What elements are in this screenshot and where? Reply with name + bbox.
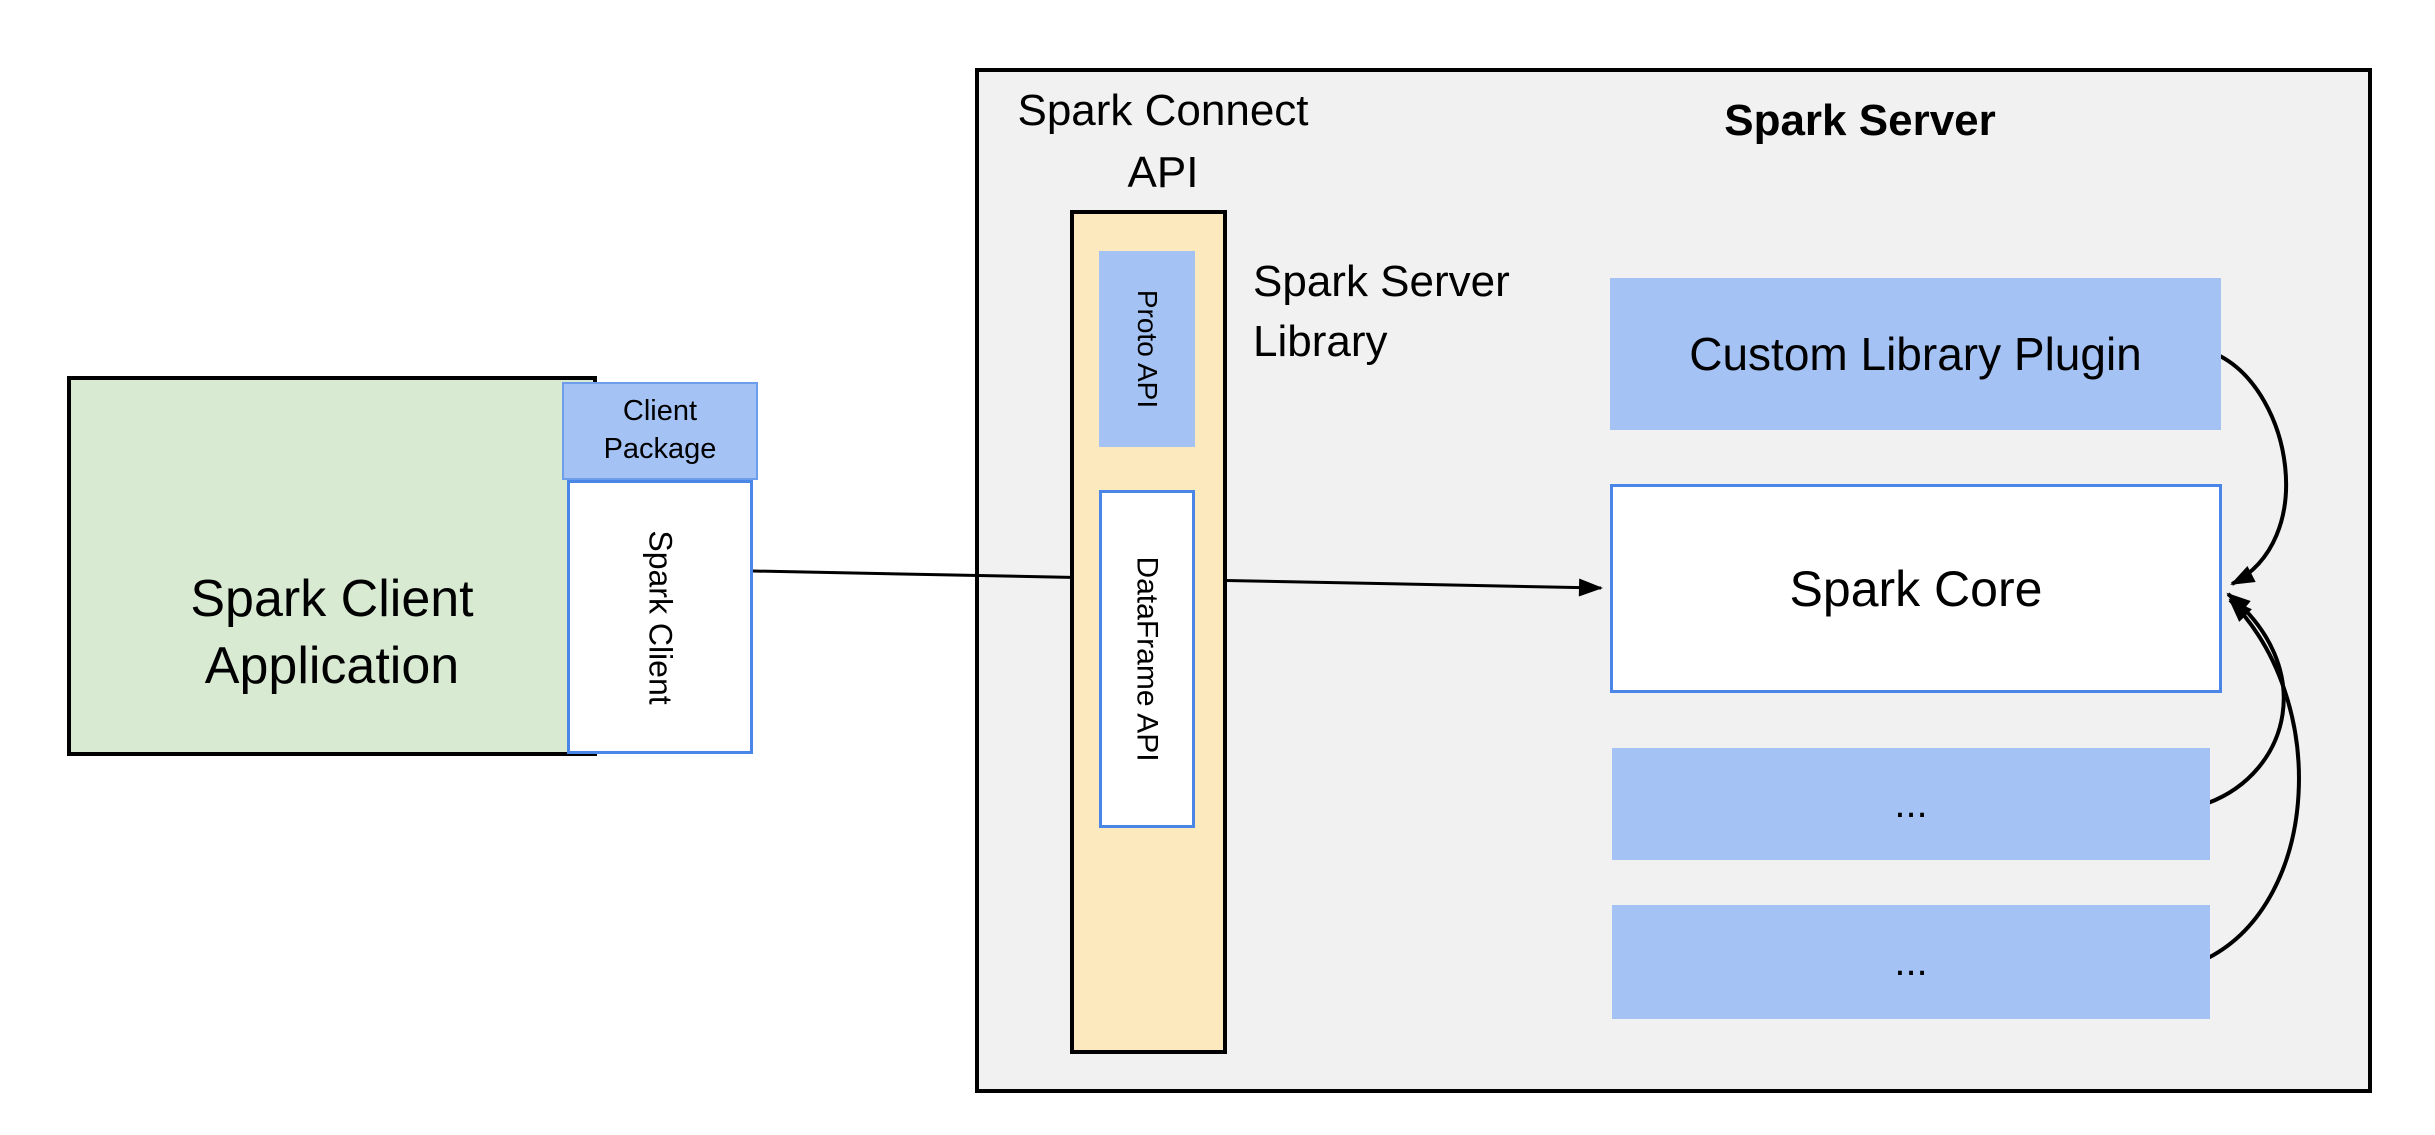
spark-client-application-box <box>67 376 597 756</box>
custom-library-plugin-label: Custom Library Plugin <box>1689 328 2142 380</box>
spark-core-label: Spark Core <box>1789 560 2043 617</box>
spark-client-application-label-line1: Spark Client <box>190 570 474 628</box>
spark-server-title: Spark Server <box>1724 96 1996 145</box>
client-package-box: Client Package <box>562 382 758 480</box>
client-package-label: Client Package <box>604 393 717 468</box>
client-package-label-line2: Package <box>603 433 717 465</box>
spark-core-box: Spark Core <box>1610 484 2222 693</box>
additional-module-label-2: ... <box>1894 939 1928 984</box>
spark-client-box: Spark Client <box>567 480 753 754</box>
custom-library-plugin-box: Custom Library Plugin <box>1610 278 2221 430</box>
spark-server-library-label: Spark Server Library <box>1253 252 1583 372</box>
proto-api-label: Proto API <box>1132 289 1164 409</box>
additional-module-label-1: ... <box>1894 781 1928 826</box>
spark-client-application-label: Spark Client Application <box>67 566 597 699</box>
proto-api-box: Proto API <box>1099 251 1195 447</box>
dataframe-api-box: DataFrame API <box>1099 490 1195 828</box>
additional-module-box-1: ... <box>1612 748 2210 860</box>
spark-client-application-label-line2: Application <box>204 636 460 695</box>
spark-client-label: Spark Client <box>642 529 679 705</box>
dataframe-api-label: DataFrame API <box>1131 556 1165 762</box>
additional-module-box-2: ... <box>1612 905 2210 1019</box>
spark-connect-api-label: Spark Connect API <box>1008 80 1318 205</box>
spark-connect-api-label-line1: Spark Connect <box>1017 86 1309 135</box>
spark-connect-api-label-line2: API <box>1127 148 1199 198</box>
client-package-label-line1: Client <box>622 395 698 428</box>
spark-server-library-label-line1: Spark Server <box>1253 257 1510 306</box>
spark-server-library-label-line2: Library <box>1253 316 1388 366</box>
